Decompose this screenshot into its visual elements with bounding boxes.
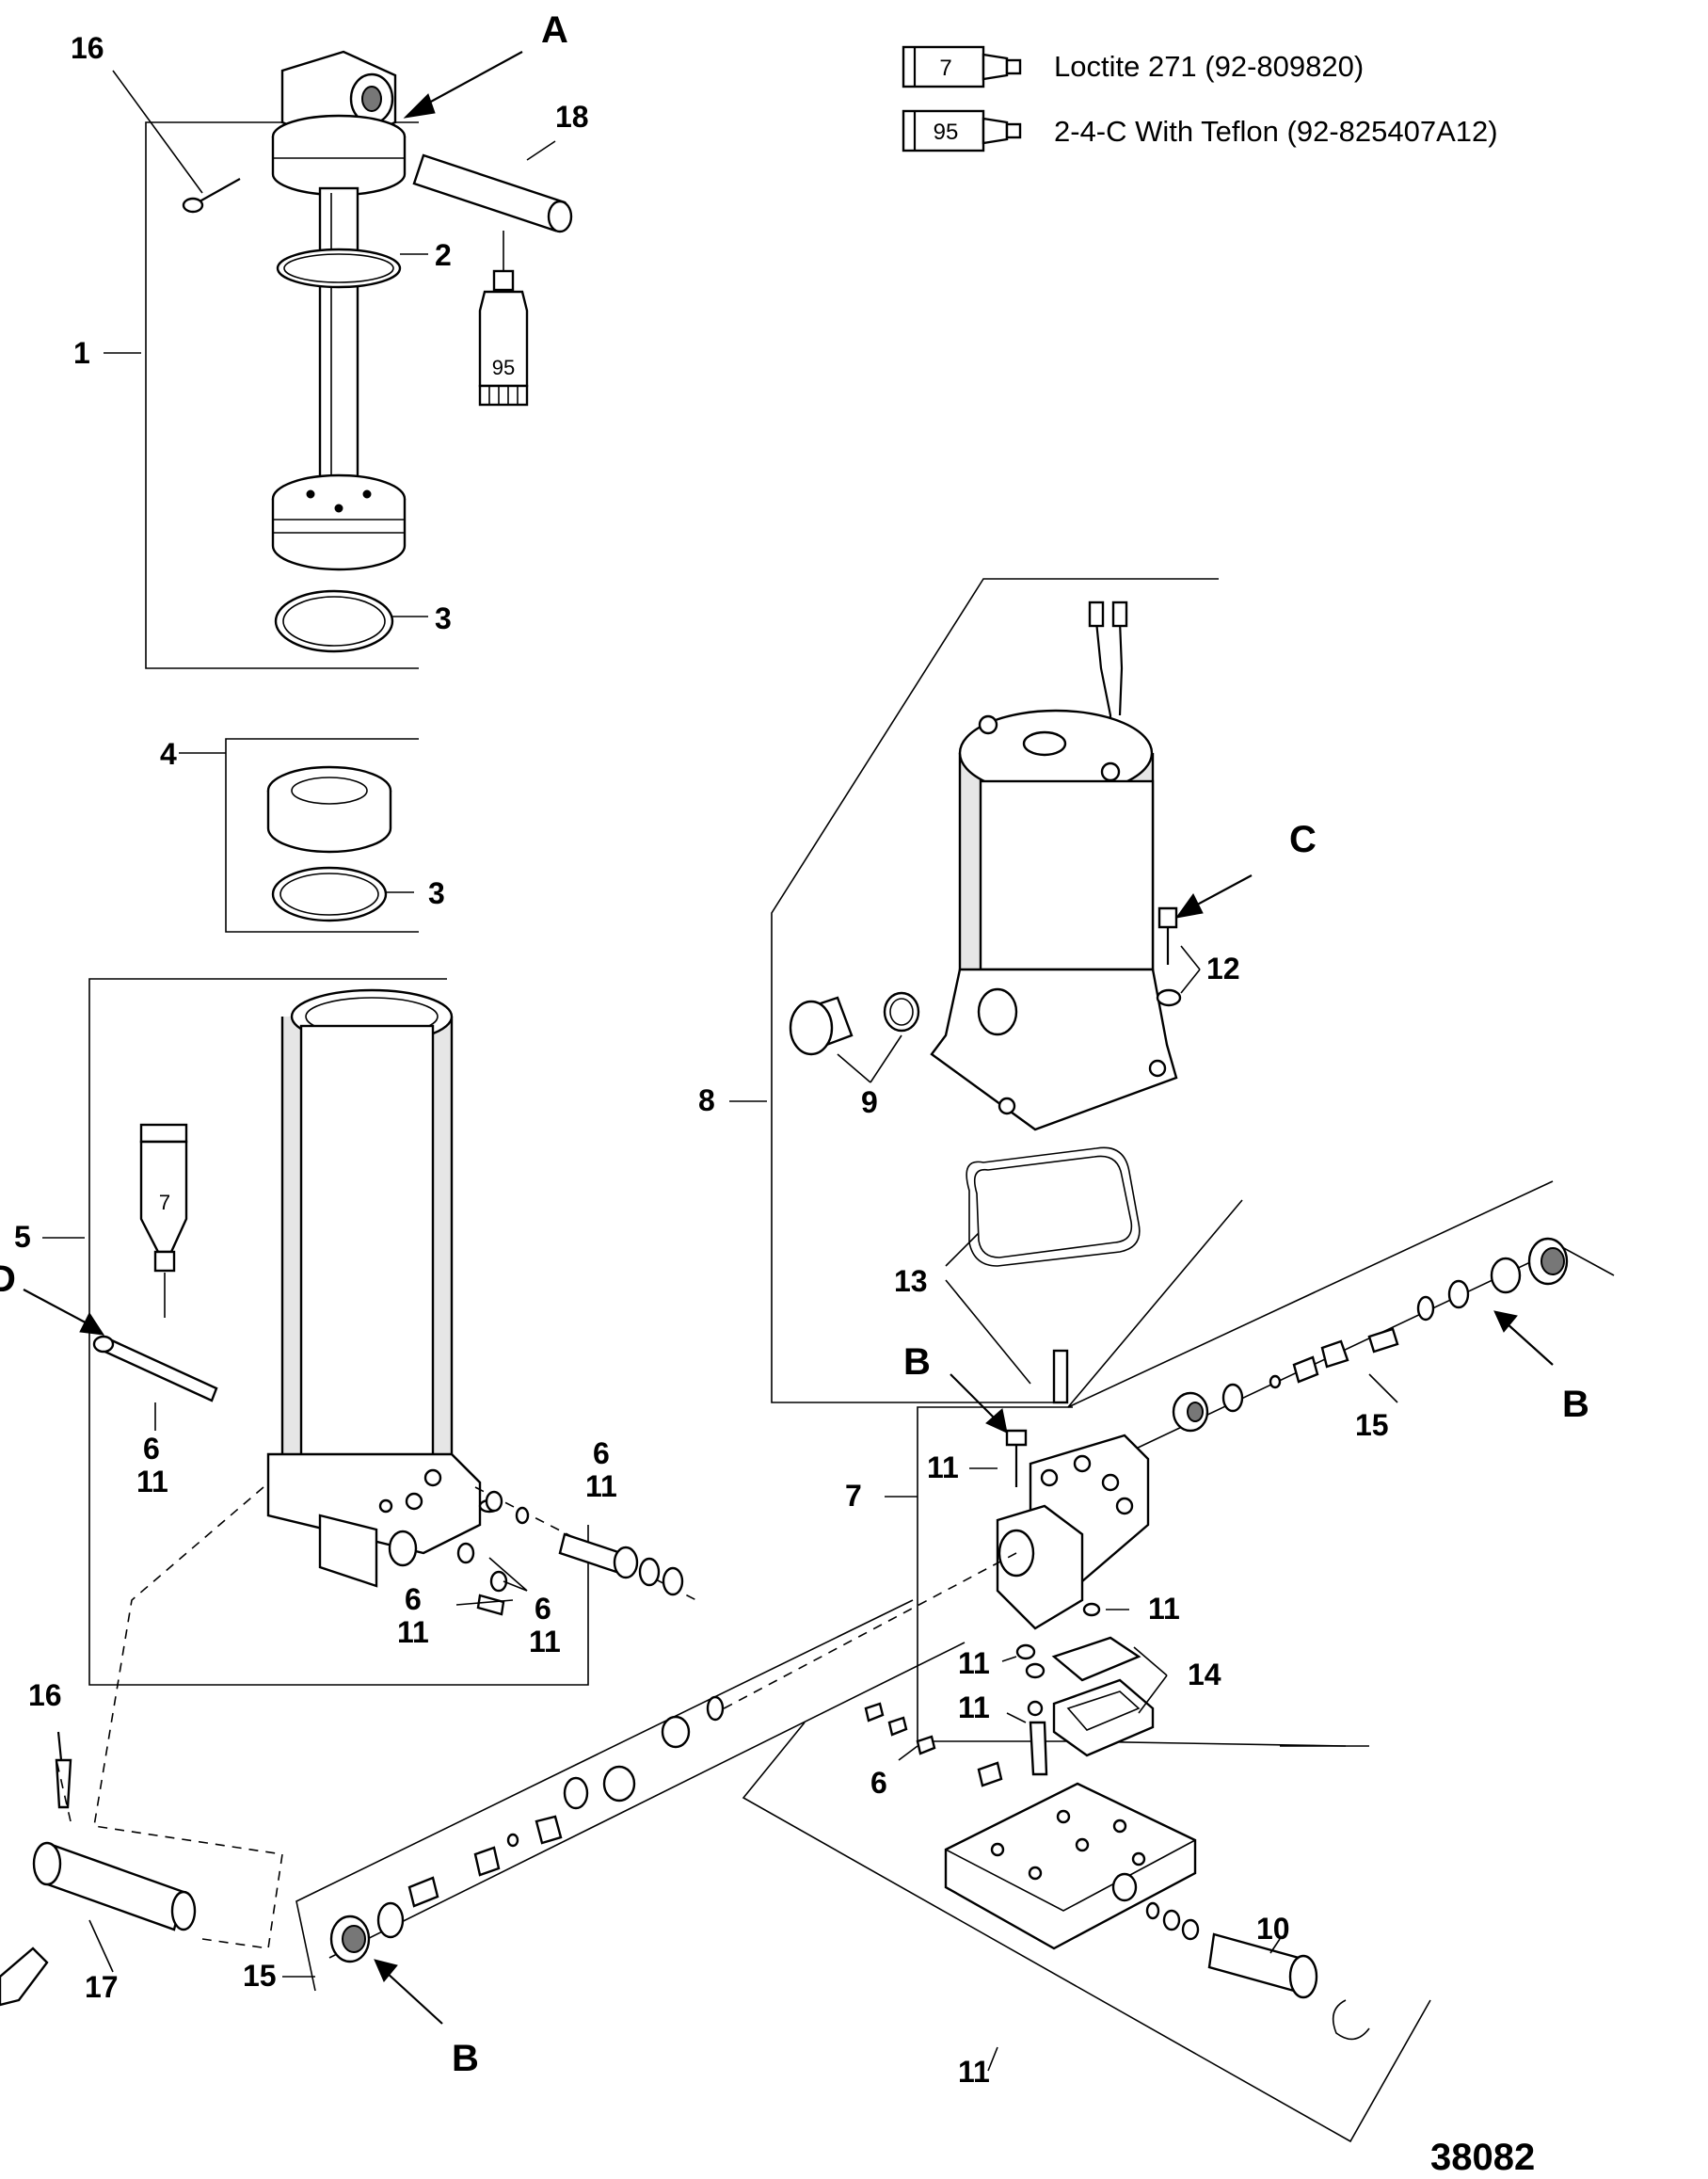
callout-3-mid: 3 bbox=[428, 876, 445, 910]
legend-tube-7-icon: 7 bbox=[902, 45, 1022, 88]
callout-10: 10 bbox=[1256, 1912, 1290, 1946]
callout-6-manifold: 6 bbox=[870, 1766, 887, 1800]
callout-11-washer: 11 bbox=[958, 1646, 990, 1680]
callout-14: 14 bbox=[1188, 1658, 1221, 1691]
legend-item-loctite: Loctite 271 (92-809820) bbox=[1054, 50, 1364, 83]
callout-11-spring: 11 bbox=[958, 1690, 990, 1724]
callout-11-manifold: 11 bbox=[958, 2055, 990, 2089]
callout-18: 18 bbox=[555, 100, 589, 134]
valve-assembly-15-upper bbox=[1067, 1180, 1615, 1450]
callout-11-row: 11 bbox=[585, 1469, 617, 1503]
callout-6-pin: 6 bbox=[405, 1582, 422, 1616]
callout-arrows bbox=[23, 51, 1554, 2025]
legend: 7 Loctite 271 (92-809820) 95 2-4-C With … bbox=[902, 45, 1498, 152]
callout-11-pin: 11 bbox=[397, 1615, 429, 1649]
legend-tube-95-icon: 95 bbox=[902, 109, 1022, 152]
callout-1: 1 bbox=[73, 336, 90, 370]
callout-15-right: 15 bbox=[1355, 1408, 1389, 1442]
callout-9: 9 bbox=[861, 1085, 878, 1119]
svg-text:7: 7 bbox=[939, 56, 951, 81]
grease-tube-95-icon: 95 bbox=[478, 269, 529, 407]
callout-B-valve: B bbox=[903, 1341, 931, 1383]
manifold-assembly-11 bbox=[742, 1702, 1431, 2143]
callout-11-ring: 11 bbox=[529, 1625, 561, 1658]
callout-C: C bbox=[1289, 819, 1317, 860]
callout-B-right: B bbox=[1562, 1384, 1589, 1425]
callout-2: 2 bbox=[435, 238, 452, 272]
callout-11-screw: 11 bbox=[927, 1450, 959, 1484]
callout-8: 8 bbox=[698, 1083, 715, 1117]
callout-A: A bbox=[541, 9, 568, 51]
callout-11-body: 11 bbox=[1148, 1592, 1180, 1626]
callout-15-left: 15 bbox=[243, 1959, 277, 1993]
callout-4: 4 bbox=[160, 737, 177, 771]
piston-rod-assembly: 95 bbox=[104, 50, 573, 669]
callout-B-left: B bbox=[452, 2038, 479, 2079]
valve-body-assembly-7 bbox=[885, 1406, 1347, 1776]
valve-assembly-15-lower bbox=[282, 1552, 1017, 1992]
cylinder-assembly-5: 7 bbox=[42, 978, 697, 1686]
loctite-tube-7-icon: 7 bbox=[139, 1123, 188, 1273]
callout-labels: A 16 18 2 1 3 4 3 C 12 8 9 5 13 D B B 15… bbox=[0, 9, 1589, 2178]
callout-6-row: 6 bbox=[593, 1436, 610, 1470]
callout-16-top: 16 bbox=[71, 31, 104, 65]
legend-item-2-4-c: 2-4-C With Teflon (92-825407A12) bbox=[1054, 115, 1498, 148]
callout-6-left: 6 bbox=[143, 1432, 160, 1466]
callout-13: 13 bbox=[894, 1264, 928, 1298]
callout-7: 7 bbox=[845, 1479, 862, 1513]
svg-text:95: 95 bbox=[492, 356, 515, 379]
svg-text:7: 7 bbox=[159, 1191, 170, 1214]
callout-D: D bbox=[0, 1258, 16, 1300]
callout-11-left: 11 bbox=[136, 1465, 168, 1498]
motor-assembly-8 bbox=[729, 578, 1243, 1408]
figure-number: 38082 bbox=[1430, 2137, 1535, 2178]
callout-17: 17 bbox=[85, 1970, 119, 2004]
callout-5: 5 bbox=[14, 1220, 31, 1254]
callout-16-bottom: 16 bbox=[28, 1678, 62, 1712]
piston-assembly-4 bbox=[179, 738, 419, 933]
pivot-pin-assembly bbox=[0, 1486, 283, 2007]
callout-3-top: 3 bbox=[435, 601, 452, 635]
callout-12: 12 bbox=[1206, 952, 1240, 985]
callout-6-ring: 6 bbox=[535, 1592, 551, 1626]
svg-text:95: 95 bbox=[934, 120, 959, 145]
